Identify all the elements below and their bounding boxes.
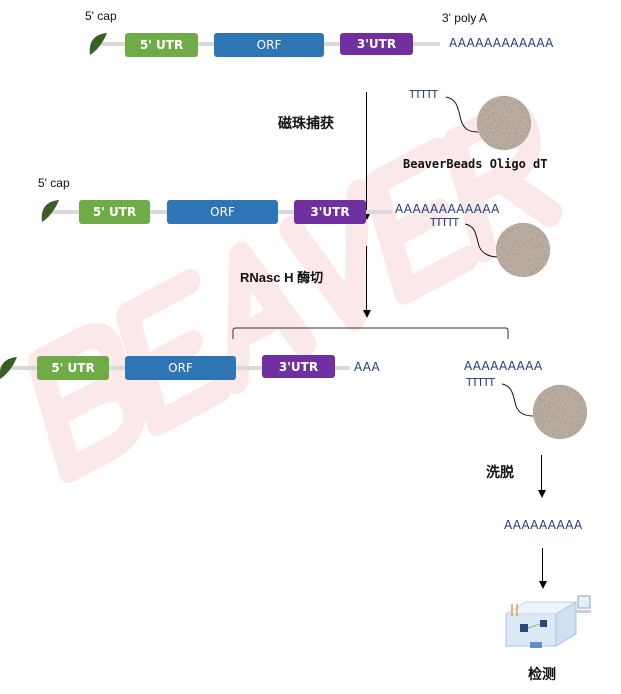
utr3-box: 3'UTR [340,33,413,55]
arrow-down-icon [363,310,371,318]
polya-tail: AAAAAAAAAAAA [395,202,500,216]
utr5-box: 5' UTR [125,33,198,57]
oligo-dt: TTTTT [409,88,438,101]
utr3-box: 3'UTR [294,200,366,224]
cap-icon [0,357,17,379]
bead-label: BeaverBeads Oligo dT [403,157,548,171]
polya-tail: AAAAAAAAAAAA [449,36,554,50]
oligo-dt: TTTTT [466,376,495,389]
oligo-dt: TTTTT [430,216,459,229]
step-detection-label: 检测 [528,666,556,682]
utr5-box: 5' UTR [37,356,109,380]
cleaved-tail: AAA [354,360,380,374]
step-elution-label: 洗脱 [486,464,514,480]
step-capture-label: 磁珠捕获 [278,115,334,131]
polya-tail: AAAAAAAAA [464,359,543,373]
step-rnaseh-label: RNasc H 酶切 [240,270,324,285]
orf-box: ORF [125,356,236,380]
detection-instrument-icon [504,595,591,648]
arrow-down-icon [539,581,547,589]
cap-label: 5' cap [85,9,117,23]
polya-label: 3' poly A [442,11,487,25]
cap-label: 5' cap [38,176,70,190]
orf-box: ORF [167,200,278,224]
arrow-down-icon [538,490,546,498]
cap-icon [89,33,107,55]
utr3-box: 3'UTR [262,355,335,378]
magnetic-bead-icon [531,382,589,442]
cap-icon [41,200,59,222]
arrow-down-icon [363,212,371,220]
eluted-polya: AAAAAAAAA [504,518,583,532]
utr5-box: 5' UTR [79,200,150,224]
orf-box: ORF [214,33,324,57]
